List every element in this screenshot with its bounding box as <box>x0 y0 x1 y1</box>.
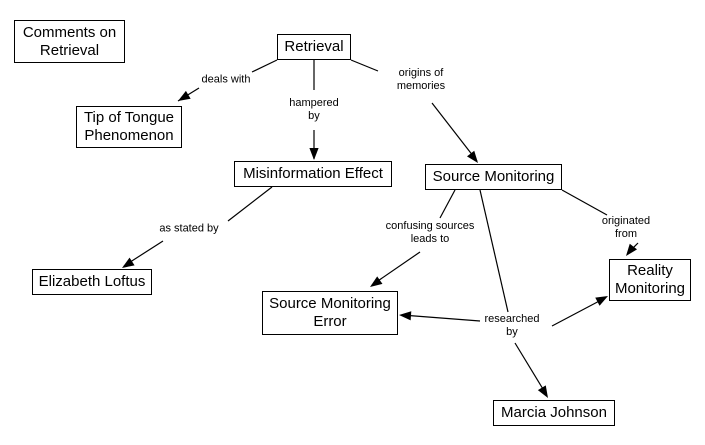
edge-researched-by-marcia-johnson <box>514 342 548 398</box>
edge-label-confusing-sources-leads-to: confusing sources leads to <box>385 220 475 245</box>
node-source-monitoring[interactable]: Source Monitoring <box>425 164 562 190</box>
edge-label-deals-with: deals with <box>201 73 251 86</box>
node-comments-on-retrieval[interactable]: Comments on Retrieval <box>14 20 125 63</box>
edge-label-originated-from: originated from <box>601 215 651 240</box>
node-marcia-johnson[interactable]: Marcia Johnson <box>493 400 615 426</box>
edge-label-researched-by: researched by <box>484 313 540 338</box>
edge-source-monitoring-researched-by-sm-error <box>399 189 509 322</box>
node-reality-monitoring[interactable]: Reality Monitoring <box>609 259 691 301</box>
node-elizabeth-loftus[interactable]: Elizabeth Loftus <box>32 269 152 295</box>
edge-researched-by-reality-monitoring <box>551 296 608 327</box>
node-source-monitoring-error[interactable]: Source Monitoring Error <box>262 291 398 335</box>
edge-label-as-stated-by: as stated by <box>159 222 219 235</box>
edge-label-hampered-by: hampered by <box>289 97 339 122</box>
node-tip-of-tongue-phenomenon[interactable]: Tip of Tongue Phenomenon <box>76 106 182 148</box>
node-misinformation-effect[interactable]: Misinformation Effect <box>234 161 392 187</box>
node-retrieval[interactable]: Retrieval <box>277 34 351 60</box>
edge-label-origins-of-memories: origins of memories <box>396 67 446 92</box>
